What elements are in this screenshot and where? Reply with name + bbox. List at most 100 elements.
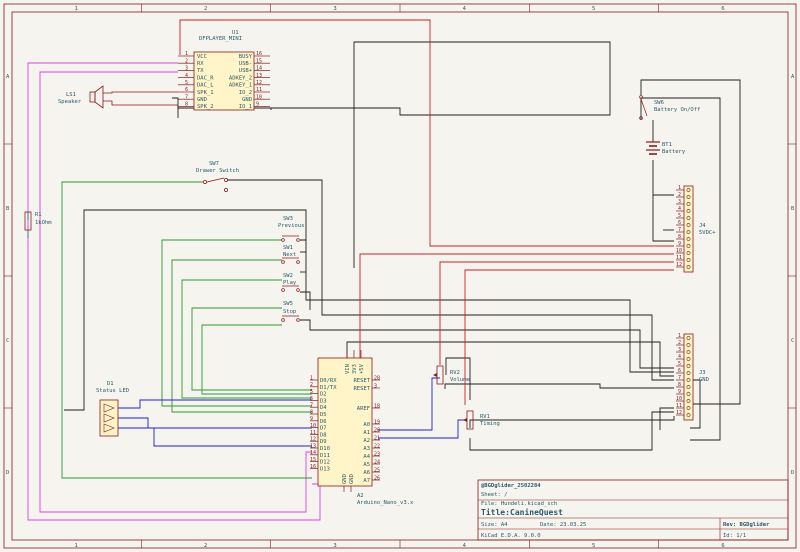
a2-right-pin-name: A0 [363, 422, 370, 428]
a2-top-pin-name: VIN [345, 364, 351, 374]
pin-socket-icon [686, 343, 691, 347]
tb-sheet: Sheet: / [481, 492, 508, 498]
a2-body [317, 357, 373, 487]
frame-col-label: 4 [463, 6, 467, 12]
u1-pin-name: GND [197, 97, 207, 103]
connector-pin-num: 2 [678, 340, 681, 346]
connector-pin-num: 9 [678, 241, 681, 247]
rv1-potentiometer[interactable]: RV1 Timing [463, 410, 500, 430]
sw2-button[interactable]: SW2 Play [281, 273, 300, 292]
frame-col-label: 2 [204, 6, 207, 12]
pin-socket-icon [686, 188, 691, 192]
a2-pin-num: 20 [374, 427, 380, 433]
frame-row-label: D [791, 470, 794, 476]
button-contact-icon [296, 260, 300, 264]
pin-socket-icon [686, 244, 691, 248]
a2-right-pin-name: A2 [363, 438, 370, 444]
u1-pin-name: ADKEY_1 [229, 83, 252, 89]
diode-icon [103, 413, 115, 423]
u1-pin-name: SPK_2 [197, 104, 214, 110]
u1-pin-name: ADKEY_2 [229, 75, 252, 81]
a2-pin-num: 6 [310, 396, 313, 402]
wires-green [61, 181, 312, 479]
pin-socket-icon [686, 413, 691, 417]
u1-pin-name: RX [197, 61, 204, 67]
ls1-speaker[interactable]: LS1 Speaker [58, 85, 178, 109]
connector-pin-num: 6 [678, 368, 681, 374]
a2-left-pin-name: D3 [320, 398, 327, 404]
connector-pin-num: 4 [678, 206, 681, 212]
u1-pin-num: 8 [185, 102, 188, 108]
a2-left-pin-name: D12 [320, 460, 330, 466]
connector-pin-num: 3 [678, 199, 681, 205]
tb-file: File: Hundeli.kicad_sch [481, 501, 557, 507]
switch-contact-icon [224, 188, 228, 192]
title-block: @BGDglider_2502284 Sheet: / File: Hundel… [477, 479, 789, 541]
a2-pin-num: 1 [310, 375, 313, 381]
pin-socket-icon [686, 195, 691, 199]
a2-ref: A2 [357, 493, 364, 499]
tb-rev: Rev: BGDglider [723, 522, 770, 528]
u1-pin-num: 14 [256, 66, 262, 72]
sw3-button[interactable]: SW3 Previous [278, 216, 305, 242]
a2-left-pin-name: D10 [320, 446, 330, 452]
frame-row-label: C [6, 338, 9, 344]
rv1-ref: RV1 [480, 414, 490, 420]
tb-id: Id: 1/1 [723, 533, 746, 539]
button-contact-icon [281, 238, 285, 242]
switch-contact-icon [639, 95, 643, 99]
d1-status-led[interactable]: D1 Status LED [96, 381, 129, 437]
sw5-button[interactable]: SW5 Stop [281, 301, 300, 322]
connector-pin-num: 6 [678, 220, 681, 226]
u1-pin-num: 5 [185, 80, 188, 86]
connector-pin-num: 9 [678, 389, 681, 395]
a2-left-pin-name: D0/RX [320, 378, 337, 384]
a2-left-pin-name: D4 [320, 405, 327, 411]
sw7-drawer-switch[interactable]: SW7 Drawer Switch [196, 161, 239, 192]
inner-frame [11, 11, 789, 541]
frame-row-label: B [6, 206, 10, 212]
a2-bottom-pin-name: GND [349, 474, 355, 484]
bt1-ref: BT1 [662, 142, 672, 148]
a2-pin-num: 26 [374, 475, 380, 481]
bt1-battery[interactable]: BT1 Battery [646, 120, 686, 155]
frame-col-label: 2 [204, 543, 207, 549]
a2-pin-num: 12 [310, 437, 316, 443]
sw6-battery-switch[interactable]: SW6 Battery On/Off [639, 95, 701, 120]
pin-socket-icon [686, 223, 691, 227]
ls1-value: Speaker [58, 99, 82, 105]
pin-socket-icon [686, 336, 691, 340]
pin-socket-icon [686, 406, 691, 410]
a2-pin-num: 5 [310, 389, 313, 395]
rv2-potentiometer[interactable]: RV2 Volume [433, 365, 470, 385]
u1-pin-num: 2 [185, 58, 188, 64]
switch-contact-icon [224, 178, 228, 182]
u1-pin-num: 3 [185, 66, 188, 72]
sw3-value: Previous [278, 223, 305, 229]
sw1-button[interactable]: SW1 Next [281, 245, 300, 264]
pin-socket-icon [686, 202, 691, 206]
u1-pin-name: USB+ [239, 68, 253, 74]
pin-socket-icon [686, 237, 691, 241]
connector-pin-num: 5 [678, 213, 681, 219]
ls1-ref: LS1 [66, 92, 76, 98]
a2-right-pin-name: A7 [363, 478, 370, 484]
u1-pin-name: BUSY [239, 54, 253, 60]
r1-ref: R1 [35, 212, 42, 218]
diode-icon [103, 403, 115, 413]
connector-pin-num: 3 [678, 347, 681, 353]
frame-row-label: C [791, 338, 794, 344]
pin-socket-icon [686, 378, 691, 382]
tb-title: CanineQuest [510, 507, 563, 517]
u1-pin-name: TX [197, 68, 204, 74]
a2-pin-num: 22 [374, 443, 380, 449]
u1-pin-num: 6 [185, 87, 188, 93]
r1-resistor[interactable]: R1 1kOhm [24, 211, 52, 231]
